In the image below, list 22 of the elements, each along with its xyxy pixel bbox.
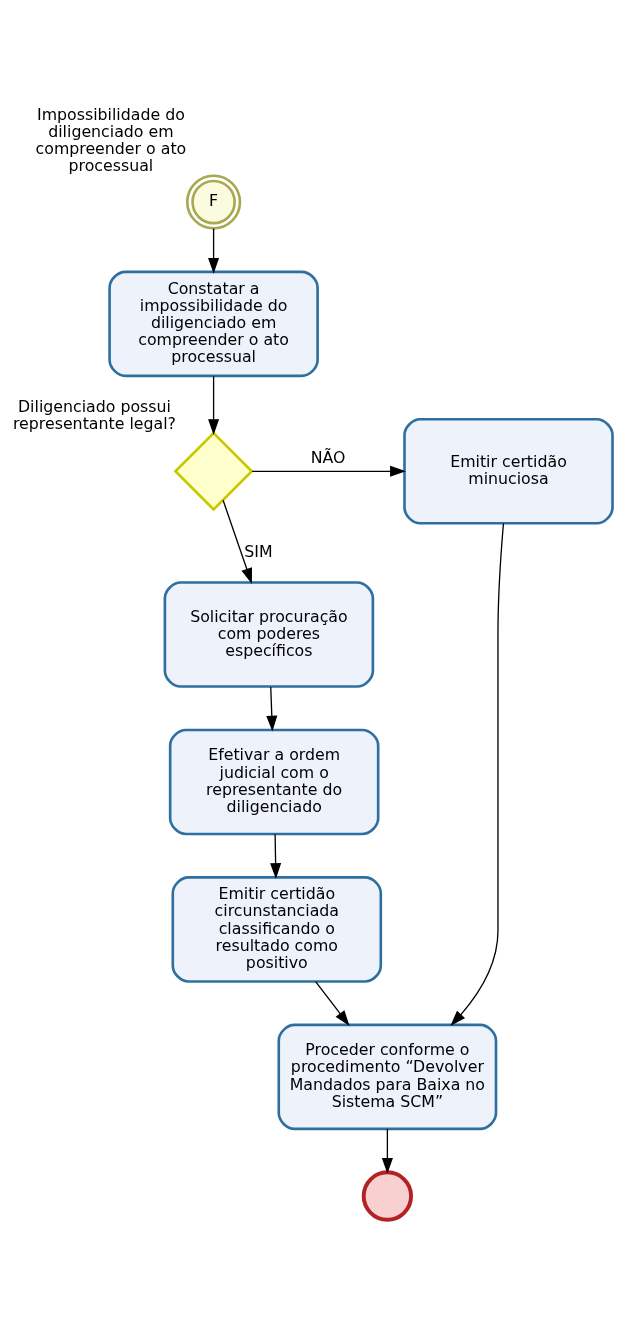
edge-label: SIM (244, 541, 273, 561)
arrow (251, 465, 406, 477)
node-box: Proceder conforme o procedimento “Devolver Mandados para Baixa no Sistema SCM” (277, 1023, 498, 1130)
node-box: Emitir certidão circunstanciada classificando o resultado como positivo (171, 875, 383, 983)
edge-label: NÃO (310, 447, 346, 467)
arrow (315, 980, 350, 1026)
node-label: Impossibilidade do diligenciado em compreender o ato processual (35, 104, 187, 175)
arrow (381, 1127, 393, 1174)
arrow (208, 375, 220, 435)
node-box: Solicitar procuração com poderes específicos (163, 580, 375, 688)
arrow (270, 833, 282, 879)
node-circle: F (185, 173, 242, 230)
node-box: Emitir certidão minuciosa (403, 417, 614, 525)
node-circle (361, 1169, 414, 1222)
node-diamond (173, 430, 254, 511)
node-box: Efetivar a ordem judicial com o representante do diligenciado (168, 728, 380, 835)
arrow (222, 499, 252, 584)
node-box: Constatar a impossibilidade do diligenciado em compreender o ato processual (108, 270, 319, 377)
node-label: Diligenciado possui representante legal? (12, 396, 176, 433)
arrow (266, 685, 278, 732)
arrow (450, 522, 505, 1026)
arrow (208, 227, 220, 274)
